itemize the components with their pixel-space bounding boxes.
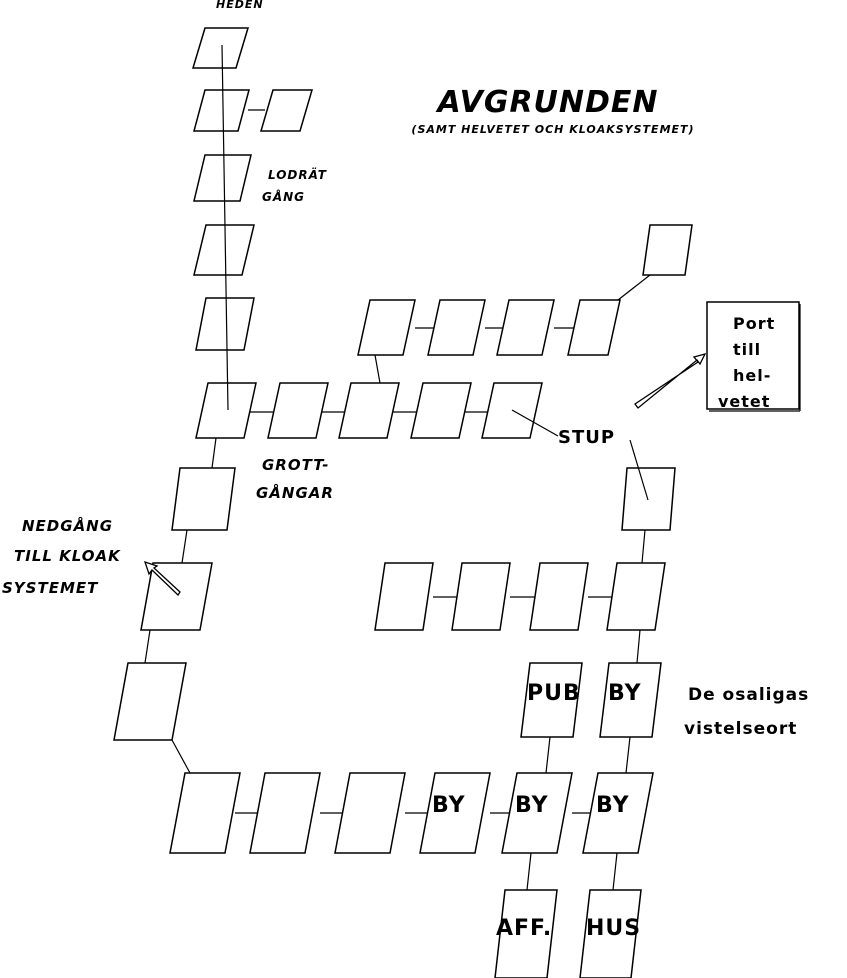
room-box	[193, 154, 252, 202]
room-box	[606, 562, 666, 631]
room-box	[496, 299, 555, 356]
stup-pointer	[629, 439, 649, 501]
page-subtitle: (SAMT HELVETET OCH KLOAKSYSTEMET)	[411, 123, 694, 136]
connector-line	[526, 852, 532, 891]
label-nedgang: NEDGÅNG	[22, 516, 113, 535]
room-box	[520, 662, 583, 738]
room-box	[191, 27, 250, 69]
room-box	[267, 382, 329, 439]
room-box	[357, 299, 416, 356]
connector-line	[612, 852, 618, 891]
room-box	[171, 467, 236, 531]
connector-line	[617, 274, 651, 301]
room-by: BY	[515, 793, 549, 818]
room-box	[621, 467, 676, 531]
room-box	[567, 299, 621, 356]
room-box	[410, 382, 472, 439]
room-box	[338, 382, 400, 439]
room-pub: PUB	[527, 681, 581, 706]
connector-line	[181, 529, 188, 564]
label-gang: GÅNG	[262, 189, 305, 204]
room-box	[259, 89, 314, 132]
connector-line	[171, 739, 191, 774]
room-box	[582, 772, 654, 854]
room-by: BY	[432, 793, 466, 818]
label-heden: HEDEN	[216, 0, 264, 11]
connector-line	[636, 629, 641, 664]
room-by: BY	[608, 681, 642, 706]
room-box	[419, 772, 491, 854]
room-box	[501, 772, 573, 854]
label-stup: STUP	[558, 427, 615, 448]
port-box	[706, 301, 800, 410]
room-box	[599, 662, 662, 738]
room-hus: HUS	[586, 916, 641, 941]
room-by: BY	[596, 793, 630, 818]
label-till-kloak: TILL KLOAK	[14, 547, 121, 565]
room-box	[451, 562, 511, 631]
room-box	[193, 224, 255, 276]
room-box	[374, 562, 434, 631]
room-box	[249, 772, 321, 854]
label-systemet: SYSTEMET	[2, 579, 99, 597]
rooms	[113, 27, 693, 978]
label-lodrat: LODRÄT	[268, 167, 327, 182]
label-gangar: GÅNGAR	[256, 483, 334, 502]
label-port: Port	[733, 314, 775, 333]
room-box	[494, 889, 558, 978]
arrow-icon	[143, 560, 181, 597]
room-box	[140, 562, 213, 631]
connectors	[144, 109, 651, 891]
room-box	[529, 562, 589, 631]
page-title: AVGRUNDEN	[435, 85, 658, 120]
stup-pointer	[511, 409, 559, 437]
connector-line	[211, 437, 217, 469]
label-hel: hel-	[733, 366, 771, 385]
arrow-icon	[634, 352, 707, 409]
label-grott: GROTT-	[262, 456, 329, 474]
room-aff: AFF.	[496, 916, 552, 941]
label-vetet: vetet	[718, 392, 770, 411]
room-box	[579, 889, 642, 978]
room-box	[169, 772, 241, 854]
label-till: till	[733, 340, 761, 359]
room-box	[195, 297, 255, 351]
connector-line	[641, 529, 646, 564]
label-de-osaligas: De osaligas	[688, 685, 809, 705]
room-box	[193, 89, 250, 132]
connector-line	[625, 736, 631, 774]
label-vistelseort: vistelseort	[684, 719, 797, 739]
connector-line	[374, 354, 381, 384]
room-box	[427, 299, 486, 356]
room-box	[113, 662, 187, 741]
room-box	[642, 224, 693, 276]
room-box	[195, 382, 257, 439]
connector-line	[545, 736, 551, 774]
vertical-shaft-line	[221, 44, 229, 411]
connector-line	[144, 629, 151, 664]
room-box	[334, 772, 406, 854]
